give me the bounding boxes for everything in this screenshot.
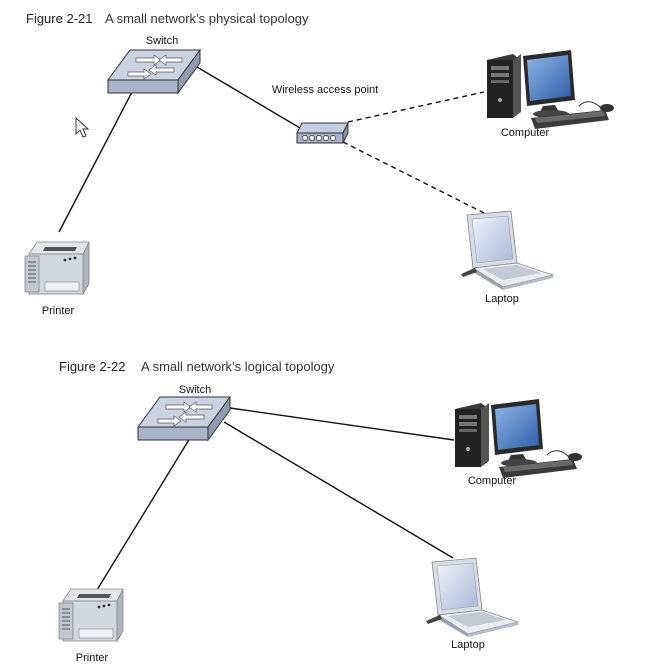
computer-label: Computer	[468, 475, 517, 487]
switch-label: Switch	[146, 35, 178, 47]
connections	[96, 407, 455, 591]
laptop-label: Laptop	[451, 639, 485, 651]
printer-label: Printer	[42, 305, 75, 317]
switch-label: Switch	[179, 384, 211, 396]
laptop-label: Laptop	[485, 293, 519, 305]
figure-number: Figure 2-22	[59, 359, 125, 374]
figure-caption: A small network’s physical topology	[105, 11, 309, 26]
wireless-access-point-icon	[296, 122, 349, 144]
switch-to-laptop-cable	[223, 421, 454, 559]
switch-to-computer-cable	[229, 407, 455, 441]
figure-caption: A small network’s logical topology	[141, 359, 335, 374]
desktop-computer-icon	[454, 398, 583, 479]
desktop-computer-icon	[486, 49, 615, 130]
network-switch-icon	[137, 396, 231, 441]
figure-physical-topology: Figure 2-21 A small network’s physical t…	[24, 11, 615, 317]
switch-to-access-point-cable	[196, 66, 301, 129]
figure-number: Figure 2-21	[26, 11, 92, 26]
computer-label: Computer	[501, 127, 550, 139]
access-point-label: Wireless access point	[272, 84, 378, 96]
network-switch-icon	[107, 49, 201, 94]
laptop-icon	[425, 557, 519, 638]
access-point-to-laptop-wireless-link	[342, 141, 493, 218]
printer-label: Printer	[76, 652, 109, 664]
switch-to-printer-cable	[58, 91, 133, 233]
printer-icon	[24, 241, 90, 295]
laptop-icon	[460, 210, 554, 291]
printer-icon	[58, 588, 124, 642]
switch-to-printer-cable	[96, 437, 191, 591]
figure-logical-topology: Figure 2-22 A small network’s logical to…	[58, 359, 583, 664]
access-point-to-computer-wireless-link	[347, 91, 485, 123]
connections	[58, 66, 493, 233]
mouse-cursor-icon	[75, 116, 90, 138]
